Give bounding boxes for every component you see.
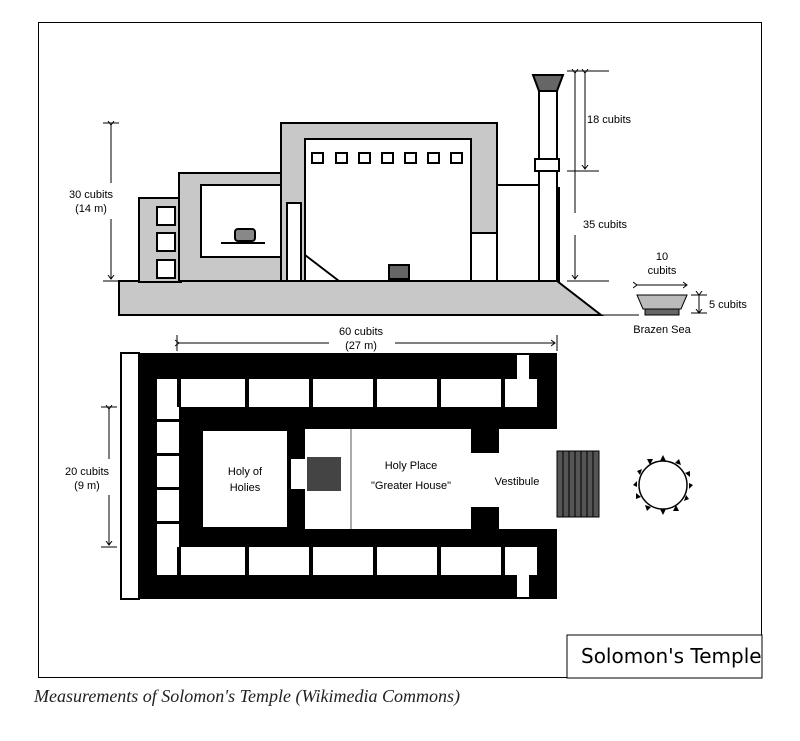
- pillar-dimensions: [567, 71, 609, 282]
- holy-of-holies-label-2: Holies: [230, 482, 261, 494]
- vestibule-room: [471, 453, 531, 507]
- pillar: [538, 90, 558, 282]
- length-dimension: [177, 335, 558, 351]
- ark: [234, 228, 256, 242]
- brazen-sea-plan: [633, 455, 693, 515]
- width-dimension: [101, 407, 117, 548]
- holy-place-label: Holy Place: [385, 460, 438, 472]
- figure-title: Solomon's Temple: [581, 644, 762, 668]
- height-dimension: [103, 123, 119, 282]
- brazen-sea: [637, 285, 707, 316]
- pillar-total-label: 35 cubits: [583, 219, 628, 231]
- holy-of-holies-room: [203, 431, 287, 527]
- length-metric-label: (27 m): [345, 340, 377, 352]
- height-label: 30 cubits: [69, 189, 114, 201]
- temple-diagram: 30 cubits (14 m) 18 cubits 35 cubits 10 …: [38, 22, 763, 679]
- sea-name-label: Brazen Sea: [633, 324, 691, 336]
- width-metric-label: (9 m): [74, 480, 100, 492]
- platform: [118, 280, 604, 316]
- holy-of-holies-label: Holy of: [228, 466, 263, 478]
- floor-plan: [120, 352, 600, 600]
- figure-caption: Measurements of Solomon's Temple (Wikime…: [34, 686, 460, 706]
- height-metric-label: (14 m): [75, 203, 107, 215]
- vestibule-label: Vestibule: [495, 476, 540, 488]
- table-of-showbread: [388, 264, 410, 280]
- greater-house-label: "Greater House": [371, 480, 451, 492]
- length-label: 60 cubits: [339, 326, 384, 338]
- width-label: 20 cubits: [65, 466, 110, 478]
- diagram-svg: 30 cubits (14 m) 18 cubits 35 cubits 10 …: [65, 23, 763, 679]
- elevation-view: [118, 74, 639, 316]
- sea-width-label: 10: [656, 251, 668, 263]
- pillar-top-label: 18 cubits: [587, 114, 632, 126]
- vestibule-elevation: [496, 184, 540, 282]
- sea-height-label: 5 cubits: [709, 299, 747, 311]
- pillar-capital: [531, 74, 565, 92]
- sea-width-unit-label: cubits: [648, 265, 677, 277]
- porch-steps: [556, 450, 600, 518]
- title-box: [566, 634, 763, 679]
